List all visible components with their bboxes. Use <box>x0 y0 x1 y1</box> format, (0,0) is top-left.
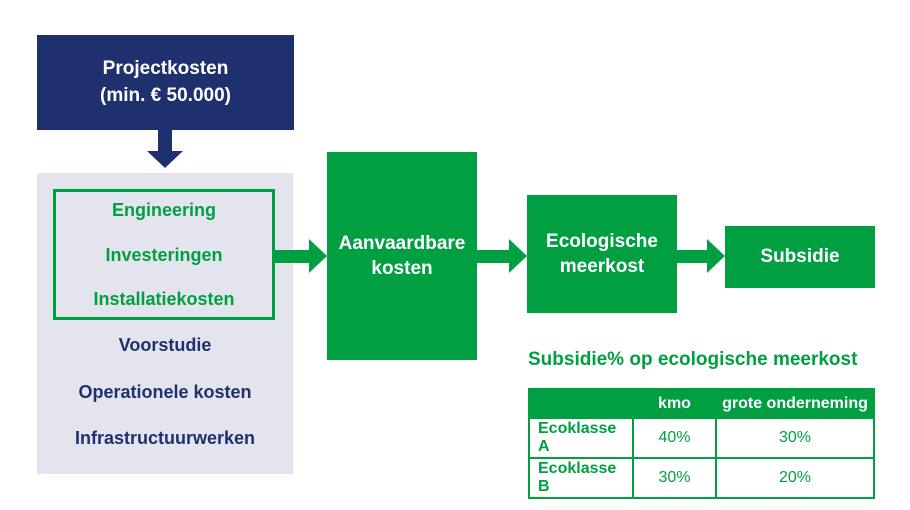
ecoklasse-b-label: Ecoklasse B <box>528 457 634 499</box>
right-arrow-head-icon <box>309 239 327 273</box>
header-kmo-cell: kmo <box>632 388 717 419</box>
right-arrow-icon <box>677 250 708 263</box>
excluded-costs-list: Voorstudie Operationele kosten Infrastru… <box>37 320 293 474</box>
right-arrow-icon <box>477 250 510 263</box>
right-arrow-icon <box>275 250 310 263</box>
project-costs-box: Projectkosten (min. € 50.000) <box>37 35 294 130</box>
table-row: Ecoklasse A 40% 30% <box>528 417 875 459</box>
acceptable-costs-label: Aanvaardbare kosten <box>338 232 466 279</box>
ecological-surcharge-box: Ecologische meerkost <box>527 195 677 313</box>
header-grote-onderneming-cell: grote onderneming <box>715 388 875 419</box>
ecoklasse-b-grote-value: 20% <box>715 457 875 499</box>
subsidy-box: Subsidie <box>725 226 875 288</box>
eligible-costs-box: Engineering Investeringen Installatiekos… <box>53 189 275 320</box>
table-header-row: kmo grote onderneming <box>528 388 875 419</box>
ecoklasse-a-label: Ecoklasse A <box>528 417 634 459</box>
header-empty-cell <box>528 388 634 419</box>
right-arrow-head-icon <box>509 239 527 273</box>
ecoklasse-a-kmo-value: 40% <box>632 417 717 459</box>
excluded-cost-item: Operationele kosten <box>78 381 252 402</box>
ecoklasse-a-grote-value: 30% <box>715 417 875 459</box>
right-arrow-head-icon <box>707 239 725 273</box>
subsidy-table-title: Subsidie% op ecologische meerkost <box>528 349 858 370</box>
down-arrow-icon <box>158 130 172 152</box>
subsidy-percentage-table: kmo grote onderneming Ecoklasse A 40% 30… <box>528 388 875 499</box>
excluded-cost-item: Voorstudie <box>118 335 212 355</box>
eligible-cost-item: Installatiekosten <box>93 289 235 309</box>
project-costs-line1: Projectkosten <box>102 58 229 80</box>
eligible-cost-item: Engineering <box>111 200 216 220</box>
down-arrow-head-icon <box>147 151 183 168</box>
ecoklasse-b-kmo-value: 30% <box>632 457 717 499</box>
project-costs-line2: (min. € 50.000) <box>100 84 231 106</box>
acceptable-costs-box: Aanvaardbare kosten <box>327 152 477 360</box>
subsidy-label: Subsidie <box>760 246 840 268</box>
eligible-cost-item: Investeringen <box>105 244 223 265</box>
cost-categories-panel: Engineering Investeringen Installatiekos… <box>37 173 293 474</box>
ecological-surcharge-label: Ecologische meerkost <box>546 230 658 277</box>
excluded-cost-item: Infrastructuurwerken <box>74 428 256 448</box>
table-row: Ecoklasse B 30% 20% <box>528 457 875 499</box>
